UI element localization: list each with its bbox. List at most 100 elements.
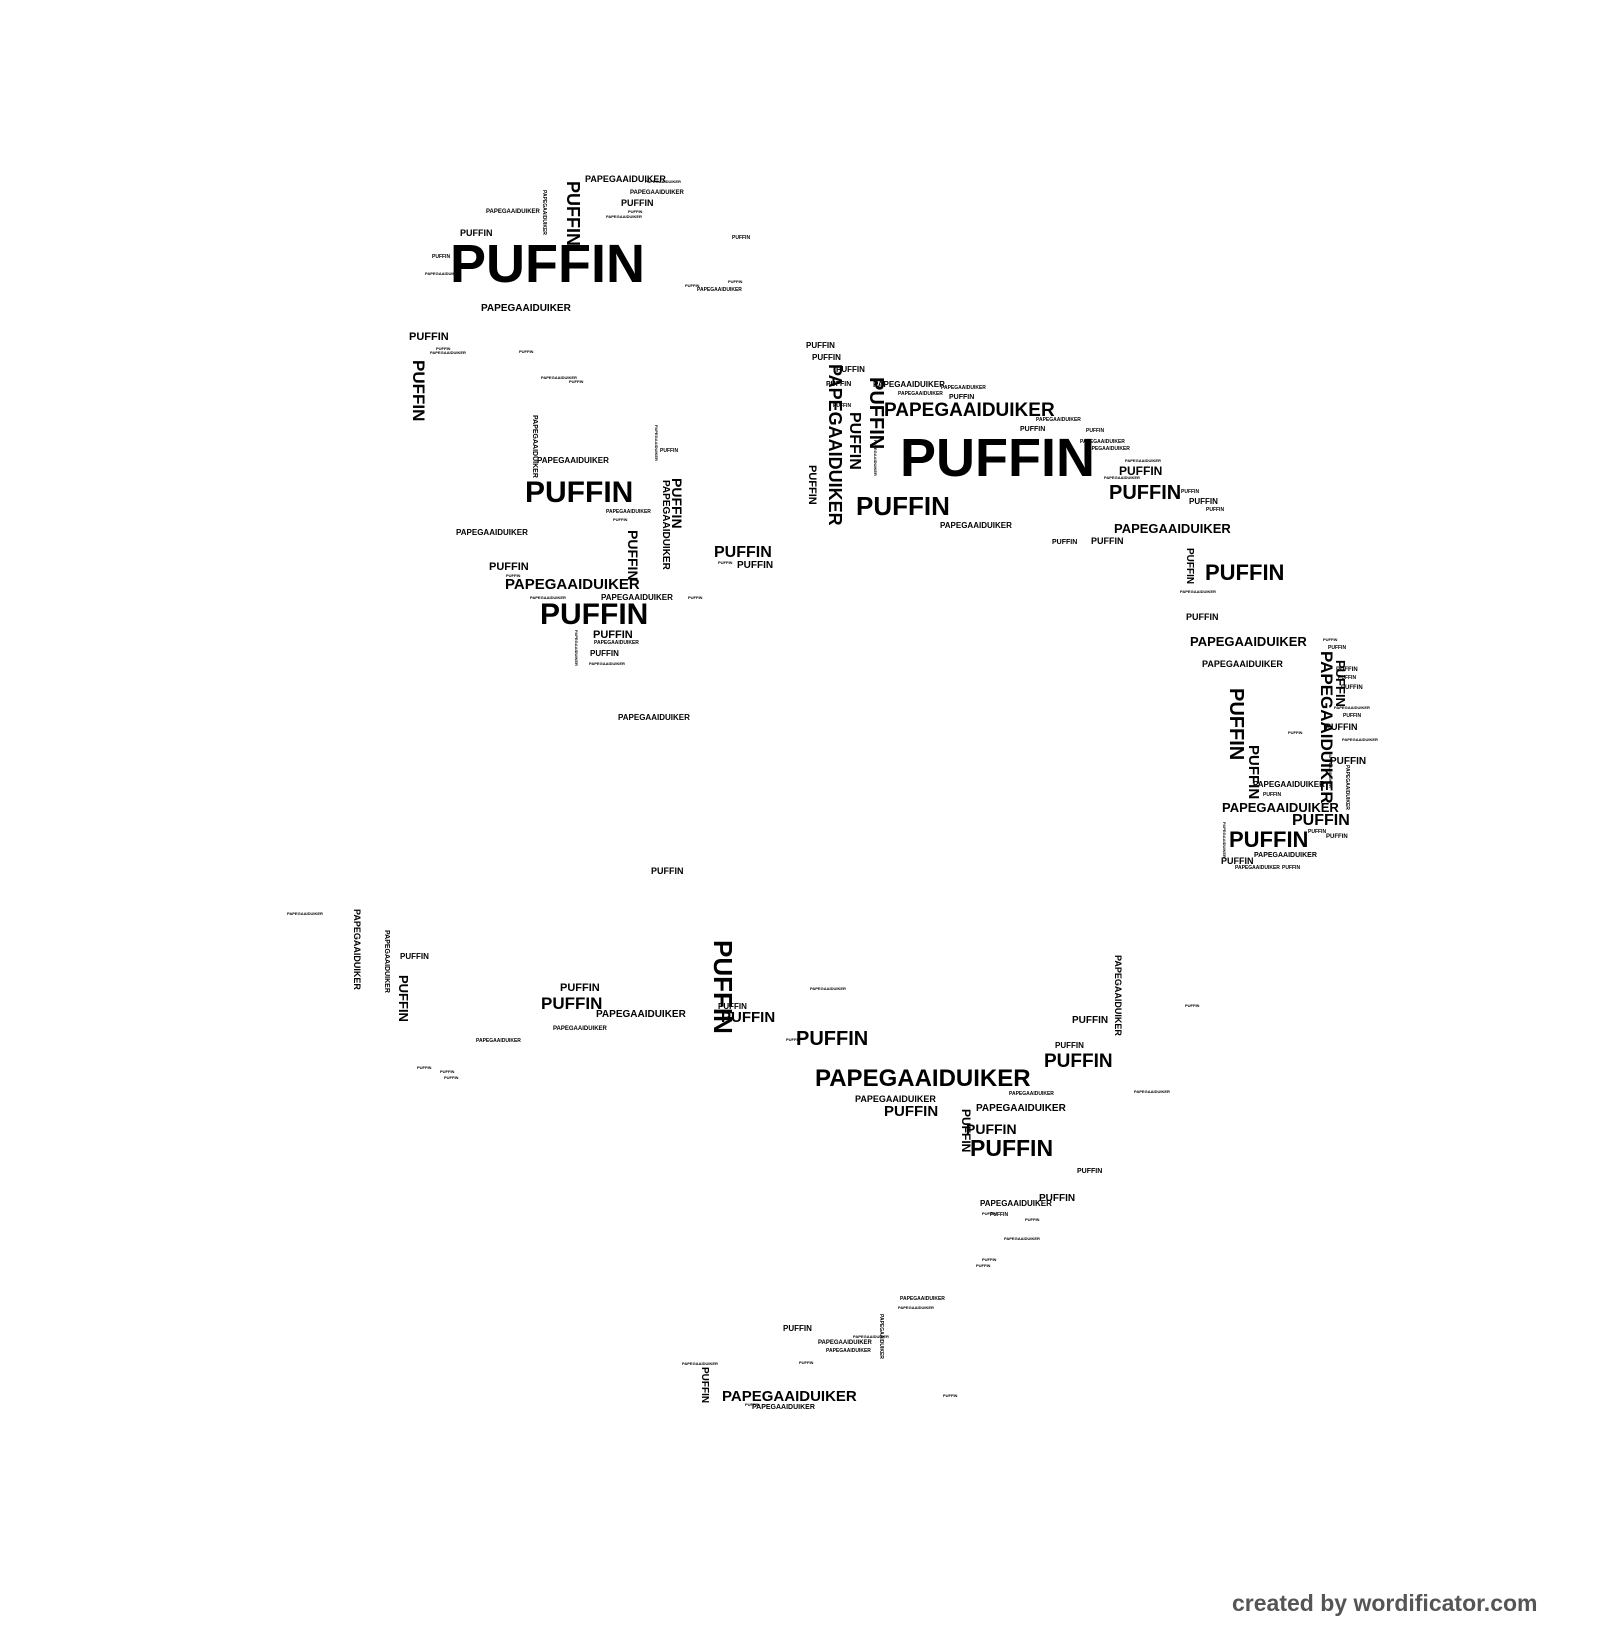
word-papegaaiduiker: PAPEGAAIDUIKER xyxy=(596,1009,686,1020)
word-puffin: PUFFIN xyxy=(1077,1168,1103,1175)
word-papegaaiduiker: PAPEGAAIDUIKER xyxy=(815,1065,1031,1092)
word-puffin: PUFFIN xyxy=(833,403,852,409)
word-puffin: PUFFIN xyxy=(621,198,654,208)
word-puffin: PUFFIN xyxy=(1086,428,1105,434)
word-puffin: PUFFIN xyxy=(799,1360,814,1365)
word-papegaaiduiker: PAPEGAAIDUIKER xyxy=(618,713,690,722)
word-papegaaiduiker: PAPEGAAIDUIKER xyxy=(654,425,659,461)
word-puffin: PUFFIN xyxy=(1325,722,1358,732)
word-papegaaiduiker: PAPEGAAIDUIKER xyxy=(1114,521,1231,536)
word-papegaaiduiker: PAPEGAAIDUIKER xyxy=(898,391,943,397)
word-puffin: PUFFIN xyxy=(949,394,975,401)
word-papegaaiduiker: PAPEGAAIDUIKER xyxy=(825,364,845,526)
word-puffin: PUFFIN xyxy=(460,228,493,238)
word-puffin: PUFFIN xyxy=(1263,792,1282,798)
word-puffin: PUFFIN xyxy=(783,1324,812,1333)
word-puffin: PUFFIN xyxy=(625,530,641,581)
word-papegaaiduiker: PAPEGAAIDUIKER xyxy=(976,1103,1066,1114)
word-puffin: PUFFIN xyxy=(976,1263,991,1268)
word-papegaaiduiker: PAPEGAAIDUIKER xyxy=(287,911,323,916)
word-puffin: PUFFIN xyxy=(943,1393,958,1398)
word-puffin: PUFFIN xyxy=(450,234,645,294)
word-papegaaiduiker: PAPEGAAIDUIKER xyxy=(1134,1089,1170,1094)
word-papegaaiduiker: PAPEGAAIDUIKER xyxy=(606,214,642,219)
word-puffin: PUFFIN xyxy=(718,1002,747,1011)
word-papegaaiduiker: PAPEGAAIDUIKER xyxy=(1235,865,1280,871)
word-papegaaiduiker: PAPEGAAIDUIKER xyxy=(818,1340,872,1346)
word-papegaaiduiker: PAPEGAAIDUIKER xyxy=(1254,852,1317,859)
word-papegaaiduiker: PAPEGAAIDUIKER xyxy=(541,190,547,235)
word-puffin: PUFFIN xyxy=(628,209,643,214)
word-papegaaiduiker: PAPEGAAIDUIKER xyxy=(645,179,681,184)
word-papegaaiduiker: PAPEGAAIDUIKER xyxy=(383,930,390,993)
word-papegaaiduiker: PAPEGAAIDUIKER xyxy=(430,350,466,355)
word-puffin: PUFFIN xyxy=(721,1009,776,1026)
word-papegaaiduiker: PAPEGAAIDUIKER xyxy=(589,661,625,666)
word-papegaaiduiker: PAPEGAAIDUIKER xyxy=(855,1094,936,1104)
word-papegaaiduiker: PAPEGAAIDUIKER xyxy=(630,190,684,196)
word-puffin: PUFFIN xyxy=(796,1028,869,1050)
word-puffin: PUFFIN xyxy=(806,465,818,505)
word-papegaaiduiker: PAPEGAAIDUIKER xyxy=(1222,800,1339,815)
word-papegaaiduiker: PAPEGAAIDUIKER xyxy=(585,174,666,184)
word-papegaaiduiker: PAPEGAAIDUIKER xyxy=(660,480,671,570)
word-puffin: PUFFIN xyxy=(1308,829,1327,835)
word-papegaaiduiker: PAPEGAAIDUIKER xyxy=(826,1348,871,1354)
word-papegaaiduiker: PAPEGAAIDUIKER xyxy=(1222,822,1227,858)
word-papegaaiduiker: PAPEGAAIDUIKER xyxy=(898,1305,934,1310)
word-puffin: PUFFIN xyxy=(745,1402,760,1407)
word-puffin: PUFFIN xyxy=(1338,675,1357,681)
word-puffin: PUFFIN xyxy=(613,517,628,522)
word-puffin: PUFFIN xyxy=(669,478,685,529)
word-papegaaiduiker: PAPEGAAIDUIKER xyxy=(697,287,742,293)
word-puffin: PUFFIN xyxy=(396,975,411,1022)
word-papegaaiduiker: PAPEGAAIDUIKER xyxy=(1342,737,1378,742)
word-puffin: PUFFIN xyxy=(1020,426,1046,433)
word-puffin: PUFFIN xyxy=(436,346,451,351)
word-puffin: PUFFIN xyxy=(812,353,841,362)
word-puffin: PUFFIN xyxy=(1288,730,1303,735)
word-puffin: PUFFIN xyxy=(900,428,1095,488)
word-puffin: PUFFIN xyxy=(440,1069,455,1074)
word-papegaaiduiker: PAPEGAAIDUIKER xyxy=(553,1026,607,1032)
word-puffin: PUFFIN xyxy=(444,1075,459,1080)
word-papegaaiduiker: PAPEGAAIDUIKER xyxy=(1190,634,1307,649)
word-papegaaiduiker: PAPEGAAIDUIKER xyxy=(537,456,609,465)
word-puffin: PUFFIN xyxy=(836,365,865,374)
word-puffin: PUFFIN xyxy=(1072,1015,1109,1026)
word-papegaaiduiker: PAPEGAAIDUIKER xyxy=(900,1296,945,1302)
word-papegaaiduiker: PAPEGAAIDUIKER xyxy=(486,209,540,215)
word-puffin: PUFFIN xyxy=(1189,497,1218,506)
word-puffin: PUFFIN xyxy=(1330,756,1367,767)
word-papegaaiduiker: PAPEGAAIDUIKER xyxy=(1344,765,1350,810)
word-puffin: PUFFIN xyxy=(1044,1051,1113,1072)
word-puffin: PUFFIN xyxy=(1229,827,1309,852)
word-papegaaiduiker: PAPEGAAIDUIKER xyxy=(1180,589,1216,594)
word-puffin: PUFFIN xyxy=(966,1121,1017,1137)
word-puffin: PUFFIN xyxy=(1328,645,1347,651)
word-puffin: PUFFIN xyxy=(685,283,700,288)
word-puffin: PUFFIN xyxy=(1091,536,1124,546)
word-papegaaiduiker: PAPEGAAIDUIKER xyxy=(352,909,362,990)
word-puffin: PUFFIN xyxy=(826,381,852,388)
word-papegaaiduiker: PAPEGAAIDUIKER xyxy=(481,303,571,314)
word-papegaaiduiker: PAPEGAAIDUIKER xyxy=(752,1404,815,1411)
word-papegaaiduiker: PAPEGAAIDUIKER xyxy=(505,576,640,593)
word-papegaaiduiker: PAPEGAAIDUIKER xyxy=(594,640,639,646)
word-puffin: PUFFIN xyxy=(1282,865,1301,871)
word-puffin: PUFFIN xyxy=(489,561,529,573)
word-papegaaiduiker: PAPEGAAIDUIKER xyxy=(682,1361,718,1366)
word-papegaaiduiker: PAPEGAAIDUIKER xyxy=(980,1199,1052,1208)
word-puffin: PUFFIN xyxy=(688,595,703,600)
word-papegaaiduiker: PAPEGAAIDUIKER xyxy=(606,509,651,515)
word-puffin: PUFFIN xyxy=(1039,1193,1076,1204)
word-papegaaiduiker: PAPEGAAIDUIKER xyxy=(1113,955,1123,1036)
word-puffin: PUFFIN xyxy=(1221,856,1254,866)
word-papegaaiduiker: PAPEGAAIDUIKER xyxy=(530,595,566,600)
word-puffin: PUFFIN xyxy=(1323,637,1338,642)
word-papegaaiduiker: PAPEGAAIDUIKER xyxy=(476,1038,521,1044)
word-puffin: PUFFIN xyxy=(884,1103,939,1120)
word-puffin: PUFFIN xyxy=(1292,812,1350,829)
word-puffin: PUFFIN xyxy=(786,1037,801,1042)
